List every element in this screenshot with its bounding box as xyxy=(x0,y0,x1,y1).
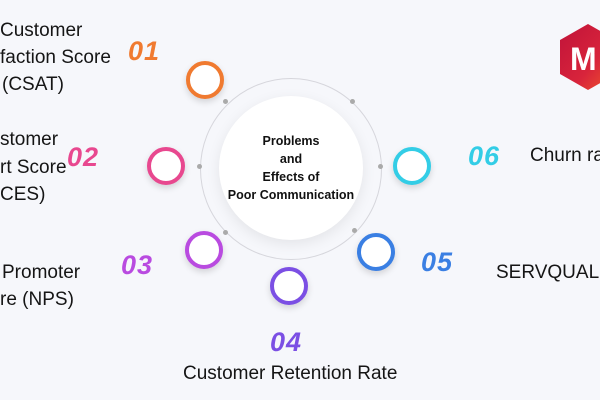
logo-icon: M xyxy=(560,24,600,90)
item-label: faction Score xyxy=(0,47,111,68)
item-label: CES) xyxy=(0,184,46,205)
item-label: Customer xyxy=(0,20,83,41)
item-label: Churn ra xyxy=(530,145,600,166)
item-number: 02 xyxy=(67,142,100,172)
center-title-line: Problems xyxy=(262,134,320,148)
node-06 xyxy=(393,147,431,185)
svg-text:M: M xyxy=(570,41,597,77)
center-title-line: and xyxy=(279,152,303,166)
connector-dot xyxy=(197,164,202,169)
item-label: SERVQUAL xyxy=(496,262,600,283)
center-title-line: Poor Communication xyxy=(227,188,355,202)
item-label: (CSAT) xyxy=(2,74,64,95)
item-number: 01 xyxy=(128,36,161,66)
item-label: re (NPS) xyxy=(0,289,74,310)
item-label: Customer Retention Rate xyxy=(183,363,398,384)
connector-dot xyxy=(378,164,383,169)
connector-dot xyxy=(350,99,355,104)
outer-ring xyxy=(200,78,382,260)
node-04 xyxy=(270,267,308,305)
item-number: 03 xyxy=(121,250,154,280)
node-01 xyxy=(186,61,224,99)
center-title-line: Effects of xyxy=(262,170,320,184)
connector-dot xyxy=(223,99,228,104)
item-number: 06 xyxy=(468,141,501,171)
node-05 xyxy=(357,233,395,271)
item-number: 04 xyxy=(270,327,303,357)
connector-dot xyxy=(223,230,228,235)
center-hub: Problems and Effects of Poor Communicati… xyxy=(219,96,363,240)
node-03 xyxy=(185,231,223,269)
item-number: 05 xyxy=(421,247,454,277)
connector-dot xyxy=(352,228,357,233)
node-02 xyxy=(147,147,185,185)
item-label: stomer xyxy=(0,129,59,150)
item-label: rt Score xyxy=(0,157,67,178)
item-label: Promoter xyxy=(2,262,81,283)
